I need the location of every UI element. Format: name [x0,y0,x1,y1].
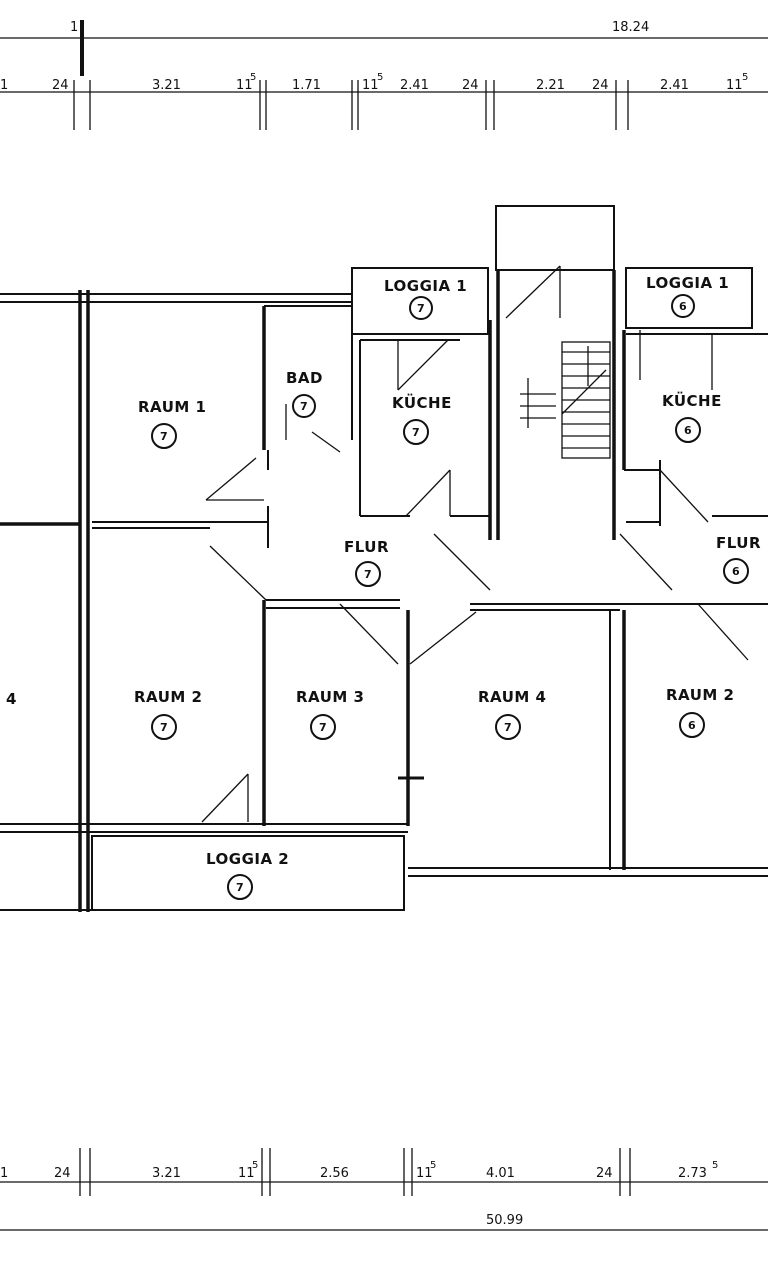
dim-top-seg: 11 [362,78,379,93]
room-flur-label: FLUR [344,538,389,556]
dim-top-seg: 11 [236,78,253,93]
dim-bottom-seg: 4.01 [486,1166,515,1181]
room-kueche-label: KÜCHE [392,393,452,412]
room-kueche-right-label: KÜCHE [662,391,722,410]
room-kueche-right-number: 6 [684,424,692,437]
room-raum1-number: 7 [160,430,168,443]
dim-top-seg: 24 [592,78,609,93]
dim-top-sup: 5 [742,72,748,83]
room-loggia1-label: LOGGIA 1 [384,277,467,295]
dim-top-sup: 5 [250,72,256,83]
room-bad-number: 7 [300,400,308,413]
dim-bottom-seg: 2.56 [320,1166,349,1181]
stairs [520,341,611,459]
dim-bottom-seg: 1 [0,1166,8,1181]
room-raum4-label: RAUM 4 [478,688,546,706]
door-swings [201,265,749,823]
dim-top-seg: 1 [0,78,8,93]
dim-top-seg: 11 [726,78,743,93]
dim-top-seg: 3.21 [152,78,181,93]
dim-bottom-total: 50.99 [486,1213,523,1228]
room-loggia1-number: 7 [417,302,425,315]
room-flur-right-number: 6 [732,565,740,578]
dim-top-mark: 1 [70,20,78,35]
room-loggia1-right-label: LOGGIA 1 [646,274,729,292]
dim-bottom-seg: 11 [238,1166,255,1181]
room-loggia2-label: LOGGIA 2 [206,850,289,868]
room-flur-right-label: FLUR [716,534,761,552]
dim-top-seg: 2.21 [536,78,565,93]
dim-bottom-sup: 5 [252,1160,258,1171]
dim-bottom-seg: 24 [596,1166,613,1181]
dim-top-seg: 2.41 [400,78,429,93]
room-raum3-label: RAUM 3 [296,688,364,706]
room-raum2-right-label: RAUM 2 [666,686,734,704]
room-raum2-number: 7 [160,721,168,734]
dim-bottom-seg: 3.21 [152,1166,181,1181]
room-bad-label: BAD [286,369,323,387]
room-labels: RAUM 1 7 BAD 7 KÜCHE 7 LOGGIA 1 7 LOGGIA… [6,274,761,900]
dim-top-seg: 1.71 [292,78,321,93]
room-raum4-number: 7 [504,721,512,734]
room-loggia2-number: 7 [236,881,244,894]
dim-bottom-seg: 2.73 [678,1166,707,1181]
room-kueche-number: 7 [412,426,420,439]
room-raum2-right-number: 6 [688,719,696,732]
room-loggia1-right-number: 6 [679,300,687,313]
top-dimension-chain: 18.24 1 1 24 3.21 11 5 1.71 11 5 2.41 24… [0,20,768,130]
dim-top-total: 18.24 [612,20,649,35]
room-left-cut-label: 4 [6,690,17,708]
room-raum2-label: RAUM 2 [134,688,202,706]
dim-top-seg: 2.41 [660,78,689,93]
dim-top-sup: 5 [377,72,383,83]
room-flur-number: 7 [364,568,372,581]
dim-bottom-sup: 5 [430,1160,436,1171]
dim-top-seg: 24 [52,78,69,93]
bottom-dimension-chain: 1 24 3.21 11 5 2.56 11 5 4.01 24 2.73 5 … [0,1148,768,1231]
dim-bottom-sup: 5 [712,1160,718,1171]
room-raum1-label: RAUM 1 [138,398,206,416]
dim-bottom-seg: 11 [416,1166,433,1181]
dim-bottom-seg: 24 [54,1166,71,1181]
dim-top-seg: 24 [462,78,479,93]
walls [0,205,768,912]
room-raum3-number: 7 [319,721,327,734]
